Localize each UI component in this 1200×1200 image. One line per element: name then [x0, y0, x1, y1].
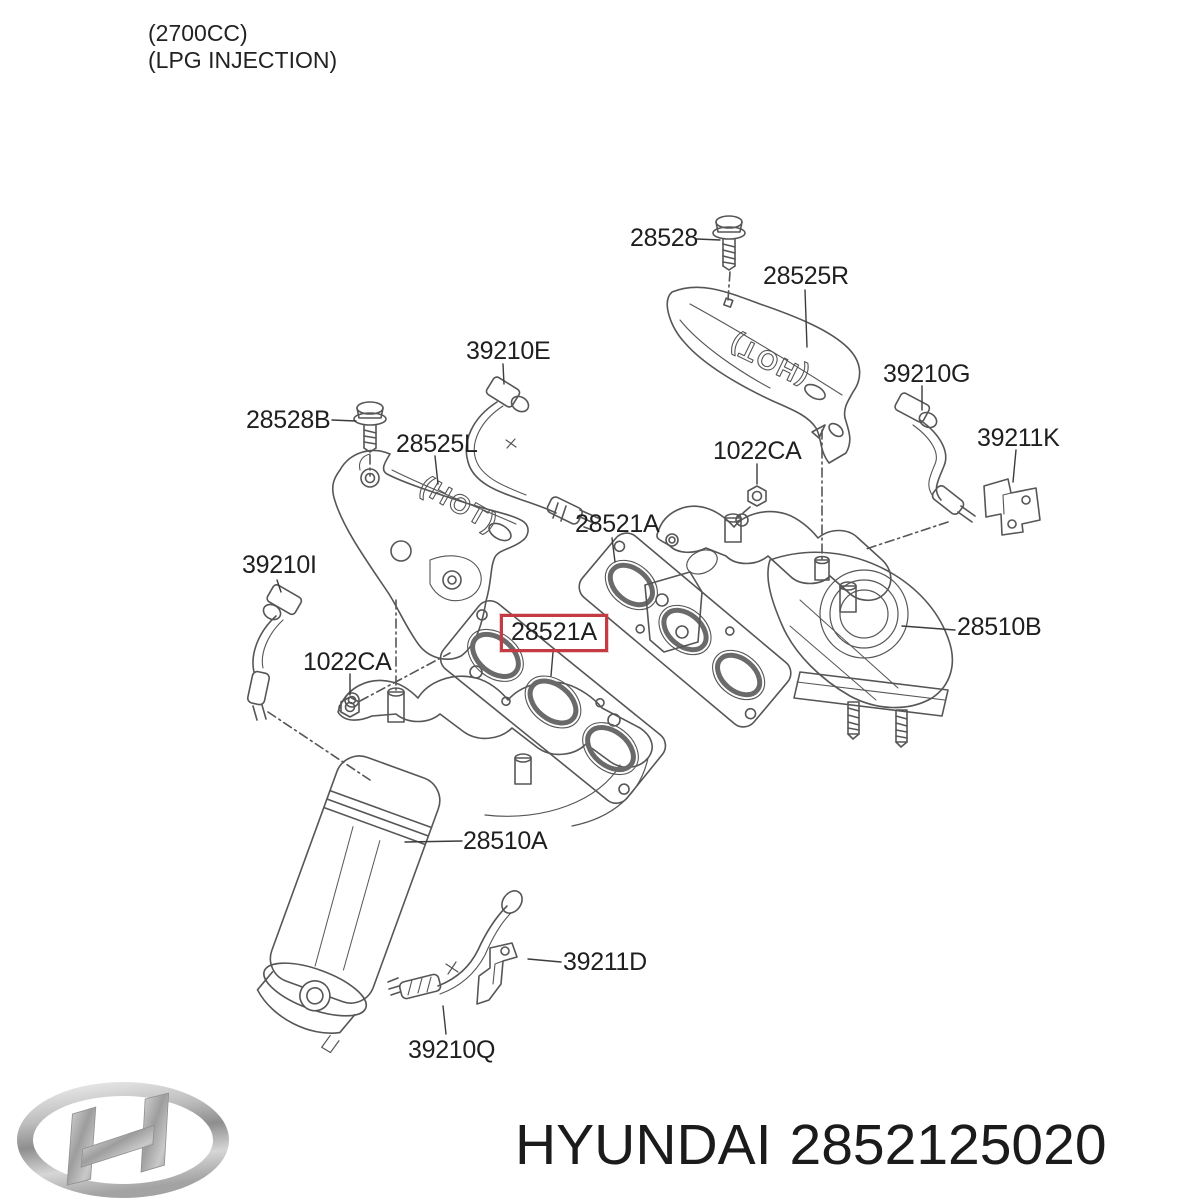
leader-lines — [276, 238, 1017, 1035]
part-label-39210Q: 39210Q — [408, 1036, 496, 1064]
brand-part-number: HYUNDAI 2852125020 — [515, 1112, 1107, 1178]
heat-shield-28525L-drawing: (HOT) — [332, 449, 529, 660]
part-label-39210I: 39210I — [242, 551, 317, 579]
manifold-28510A-drawing — [256, 665, 653, 1054]
part-number: 2852125020 — [789, 1113, 1107, 1177]
fuel-spec: (LPG INJECTION) — [148, 47, 338, 73]
nut-1022CA-right-drawing — [747, 485, 767, 507]
part-label-39210E: 39210E — [466, 337, 551, 365]
oxygen-sensor-39210G-drawing — [894, 392, 976, 523]
bracket-39211K-drawing — [983, 478, 1041, 536]
part-label-28528: 28528 — [630, 224, 699, 252]
gasket-28521A-rear-drawing — [578, 532, 792, 728]
part-label-28528B: 28528B — [246, 406, 331, 434]
part-label-1022CA-left: 1022CA — [303, 648, 392, 676]
part-label-28510B: 28510B — [957, 613, 1042, 641]
part-label-28525R: 28525R — [763, 262, 849, 290]
highlighted-part-label-28521A: 28521A — [500, 614, 609, 652]
gasket-28521A-front-drawing — [439, 599, 667, 805]
part-label-28521A-rear: 28521A — [575, 510, 660, 538]
oxygen-sensor-39210E-drawing — [465, 376, 599, 532]
engine-spec: (2700CC) — [148, 20, 248, 46]
part-label-39211D: 39211D — [563, 948, 647, 976]
bracket-39211D-drawing — [476, 942, 518, 1005]
brand-name: HYUNDAI — [515, 1113, 772, 1177]
part-label-39211K: 39211K — [977, 424, 1060, 452]
manifold-28510B-drawing — [644, 505, 954, 748]
hot-marking-front: (HOT) — [415, 470, 504, 538]
header-note: (2700CC) (LPG INJECTION) — [148, 20, 337, 74]
bolt-28528B-drawing — [353, 401, 387, 453]
part-label-39210G: 39210G — [883, 360, 971, 388]
oxygen-sensor-39210I-drawing — [246, 584, 303, 721]
bolt-28528-drawing — [712, 215, 746, 271]
hyundai-logo — [17, 1082, 229, 1198]
assembly-arrow-marker — [811, 424, 826, 439]
oxygen-sensor-39210Q-drawing — [387, 890, 523, 1000]
part-label-28525L: 28525L — [396, 430, 478, 458]
part-label-1022CA-right: 1022CA — [713, 437, 802, 465]
part-label-28510A: 28510A — [463, 827, 548, 855]
